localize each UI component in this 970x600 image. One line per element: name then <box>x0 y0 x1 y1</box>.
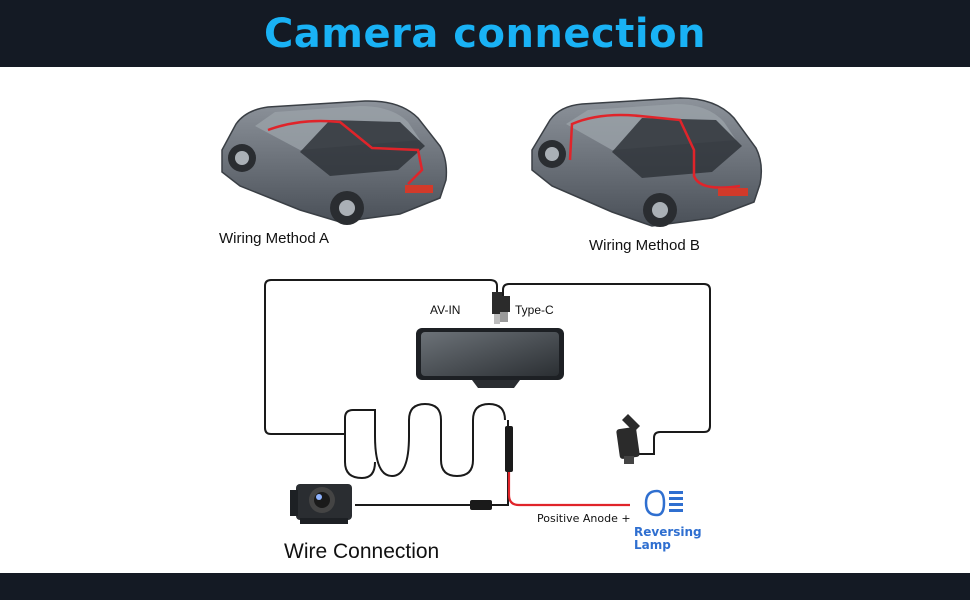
header-banner: Camera connection <box>0 0 970 67</box>
red-power-wire <box>507 472 630 507</box>
dash-monitor <box>416 328 564 388</box>
junction-connector <box>505 426 513 472</box>
connection-diagram: Wiring Method A Wiring Method B AV-IN <box>219 97 763 563</box>
type-c-label: Type-C <box>515 303 554 317</box>
inline-connector <box>470 500 492 510</box>
car-a-illustration <box>221 100 448 225</box>
reversing-lamp-label-line2: Lamp <box>634 538 671 552</box>
wire-connection-label: Wire Connection <box>284 540 439 563</box>
page-title: Camera connection <box>263 10 707 57</box>
wiring-method-b-label: Wiring Method B <box>589 237 700 254</box>
wiring-method-a-label: Wiring Method A <box>219 230 329 247</box>
positive-anode-label: Positive Anode + <box>537 512 631 525</box>
reversing-lamp-icon <box>644 489 683 517</box>
coil-cable-left <box>344 434 376 480</box>
car-charger-icon <box>616 414 640 464</box>
footer-bar <box>0 573 970 600</box>
car-b-illustration <box>531 97 763 227</box>
backup-camera-icon <box>290 484 352 524</box>
coil-cable <box>374 402 506 478</box>
av-in-plug <box>492 292 502 324</box>
reversing-lamp-label-line1: Reversing <box>634 525 702 539</box>
type-c-cable <box>502 283 711 455</box>
av-in-label: AV-IN <box>430 303 460 317</box>
black-wires <box>264 279 711 506</box>
av-in-cable <box>264 279 498 436</box>
type-c-plug <box>498 296 510 322</box>
